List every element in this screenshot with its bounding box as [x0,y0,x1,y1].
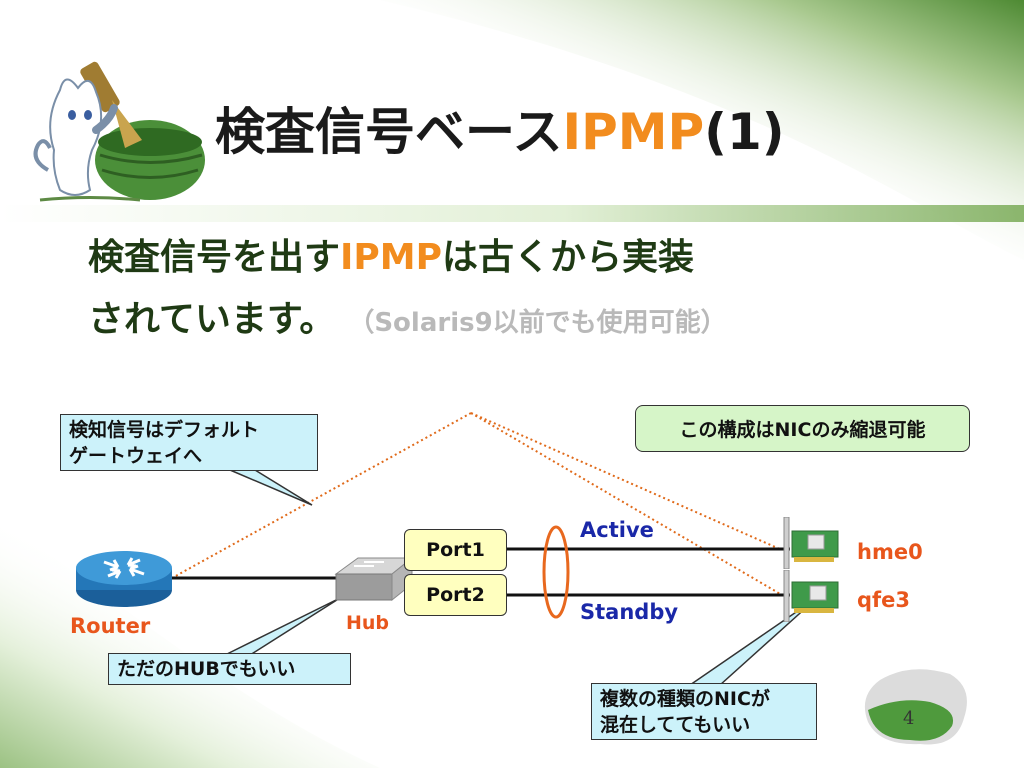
callout-hub: ただのHUBでもいい [108,653,351,685]
nic-qfe3-label: qfe3 [857,588,911,612]
body-note: （Solaris9以前でも使用可能） [361,308,727,338]
router-icon [76,551,172,607]
nic-card-icon [783,570,839,622]
callout-mixed-nic-line-1: 複数の種類のNICが [600,688,770,710]
slide-title: 検査信号ベースIPMP(1) [215,92,785,164]
port1-box: Port1 [404,529,507,571]
page-number: 4 [903,708,915,729]
callout-hub-text: ただのHUBでもいい [117,658,296,680]
port1-label: Port1 [426,539,485,561]
title-main: 検査信号ベース [215,103,563,161]
ipmp-group-ellipse [542,525,570,619]
body-line-1-accent: IPMP [340,237,443,278]
standby-label: Standby [580,600,679,624]
callout-mixed-nic-line-2: 混在しててもいい [600,714,751,736]
port2-box: Port2 [404,574,507,616]
probe-line-to-qfe3 [470,412,783,596]
body-line-1-post: は古くから実装 [442,237,695,278]
router-label: Router [70,614,151,638]
cat-mascot-icon [33,61,205,202]
callout-gateway-tail [229,469,313,506]
callout-gateway-line-2: ゲートウェイへ [69,445,203,467]
slide-number-blob-icon [864,669,967,745]
active-label: Active [580,518,654,542]
callout-nic-only: この構成はNICのみ縮退可能 [635,405,970,452]
body-line-1-pre: 検査信号を出す [88,237,341,278]
body-line-2-text: されています。 [88,299,336,340]
title-suffix: (1) [704,103,785,161]
nic-card-icon [783,517,839,569]
probe-line-to-hme0 [470,412,783,551]
callout-gateway: 検知信号はデフォルト ゲートウェイへ [60,414,318,471]
callout-hub-tail [224,597,341,656]
port2-label: Port2 [426,584,485,606]
callout-nic-only-text: この構成はNICのみ縮退可能 [679,419,926,441]
body-line-1: 検査信号を出すIPMPは古くから実装 [88,228,694,280]
title-accent: IPMP [562,103,705,161]
callout-mixed-nic: 複数の種類のNICが 混在しててもいい [591,683,817,740]
body-line-2: されています。 （Solaris9以前でも使用可能） [88,290,727,342]
probe-line-to-router [171,412,472,579]
hub-icon [334,556,414,602]
hub-label: Hub [346,612,390,634]
callout-gateway-line-1: 検知信号はデフォルト [69,419,260,441]
nic-hme0-label: hme0 [857,540,923,564]
